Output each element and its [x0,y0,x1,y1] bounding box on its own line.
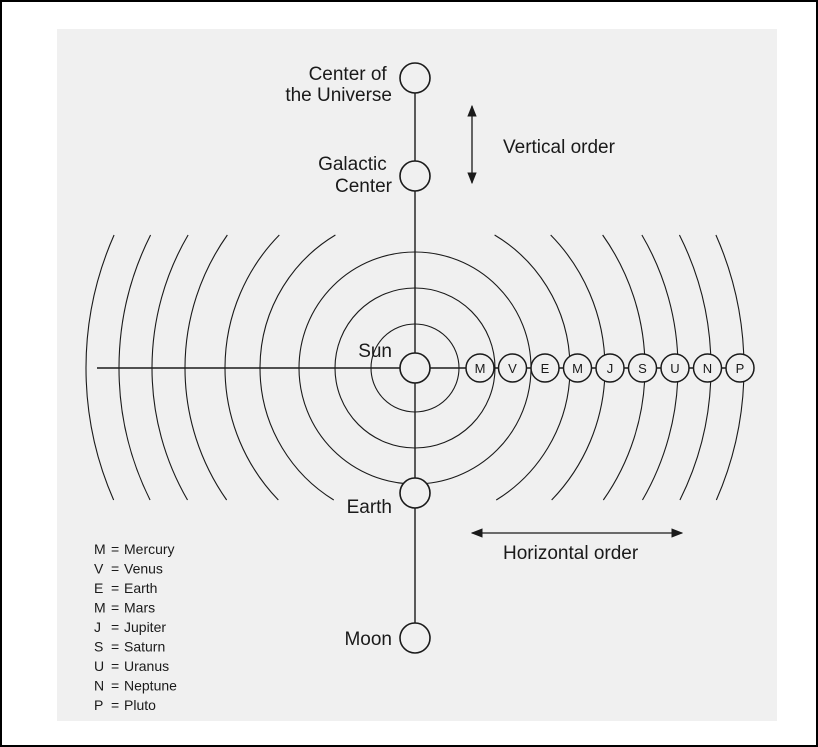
legend-sep-1: = [111,561,119,577]
planet-circle-0 [465,353,495,383]
legend-sep-6: = [111,658,119,674]
planet-circle-4 [595,353,625,383]
legend-key-1: V [94,561,104,577]
label-sun: Sun [358,341,392,362]
planet-circle-8 [725,353,755,383]
legend-name-6: Uranus [124,658,169,674]
legend-name-0: Mercury [124,541,175,557]
planet-letter-6: U [670,361,679,376]
legend-name-4: Jupiter [124,619,166,635]
legend-key-0: M [94,541,106,557]
planet-circle-2 [530,353,560,383]
node-sun-circle [399,352,431,384]
horizontal-order-label: Horizontal order [503,543,639,564]
legend-sep-2: = [111,580,119,596]
planet-circle-5 [627,353,658,383]
node-galactic-circle [399,160,431,192]
legend-sep-8: = [111,697,119,713]
label-galactic: Galactic Center [318,154,393,197]
orbit-arc-14 [85,234,115,501]
legend-name-1: Venus [124,561,163,577]
legend-name-5: Saturn [124,639,165,655]
legend-sep-4: = [111,619,119,635]
label-earth: Earth [347,497,392,518]
planet-letter-7: N [703,361,712,376]
planet-letter-2: E [541,361,550,376]
legend-name-7: Neptune [124,678,177,694]
label-universe-line1: Center of [309,64,388,85]
planet-circle-7 [692,353,723,383]
planet-circle-1 [497,353,528,383]
legend-name-2: Earth [124,580,157,596]
planet-letter-5: S [638,361,647,376]
planet-letter-1: V [508,361,517,376]
planet-letter-4: J [607,361,614,376]
orbit-arc-4 [259,234,336,501]
label-galactic-line2: Center [335,176,393,197]
legend-name-8: Pluto [124,697,156,713]
legend-sep-7: = [111,678,119,694]
label-universe-line2: the Universe [285,85,392,106]
node-earth-circle [399,477,431,509]
planet-circle-6 [660,353,690,383]
legend-key-8: P [94,697,103,713]
legend-key-5: S [94,639,103,655]
vertical-order-label: Vertical order [503,137,616,158]
planet-letter-3: M [572,361,583,376]
node-universe-circle [399,62,431,94]
node-moon-circle [399,622,431,654]
planet-letter-0: M [475,361,486,376]
legend-sep-5: = [111,639,119,655]
legend-key-7: N [94,678,104,694]
legend-sep-0: = [111,541,119,557]
legend-key-3: M [94,600,106,616]
label-universe: Center of the Universe [285,64,392,106]
legend-key-4: J [94,619,101,635]
label-moon: Moon [344,629,392,650]
label-galactic-line1: Galactic [318,154,387,175]
planet-letter-8: P [736,361,745,376]
legend-key-6: U [94,658,104,674]
planet-legend: M=MercuryV=VenusE=EarthM=MarsJ=JupiterS=… [94,541,177,713]
legend-key-2: E [94,580,103,596]
planet-circle-3 [562,353,593,383]
legend-sep-3: = [111,600,119,616]
legend-name-3: Mars [124,600,155,616]
